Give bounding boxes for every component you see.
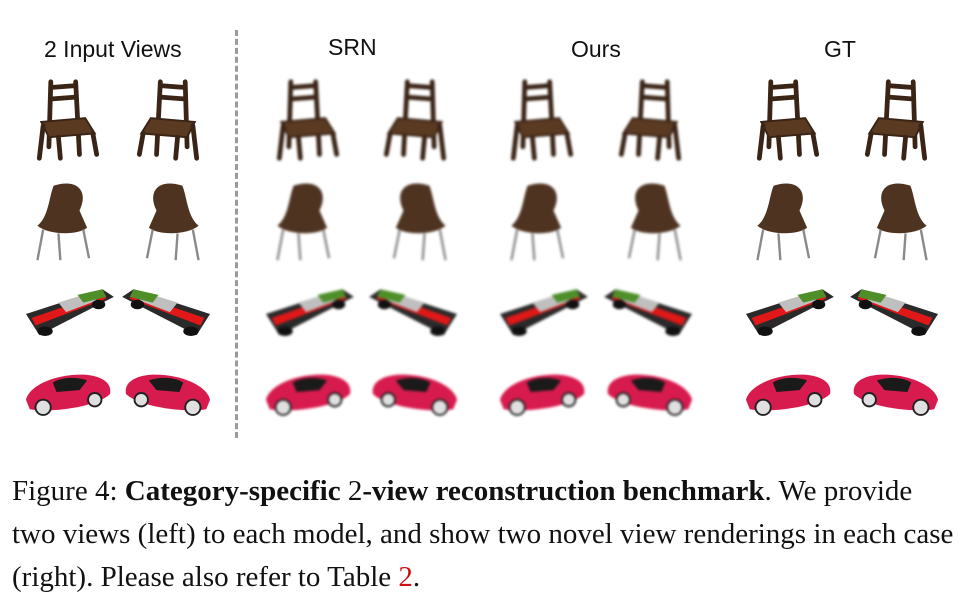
srn-bentwood-chair-render [365, 178, 465, 264]
ours-bentwood-chair-render [600, 178, 700, 264]
gt-sports-car-render [738, 350, 838, 436]
ours-convertible-car-render [600, 272, 700, 358]
input-bentwood-chair-render [118, 178, 218, 264]
header-input-views: 2 Input Views [44, 36, 182, 62]
srn-sports-car-render [258, 350, 358, 436]
caption-number: 2 [340, 475, 363, 507]
caption-end: . [412, 561, 421, 593]
ours-convertible-car-render [492, 272, 592, 358]
input-sports-car-render [18, 350, 118, 436]
gt-convertible-car-render [738, 272, 838, 358]
srn-slat-chair-render [365, 78, 465, 164]
caption-bold-title-2: -view reconstruction benchmark [362, 475, 765, 507]
figure-panel: 2 Input Views SRN Ours GT [18, 30, 946, 438]
input-bentwood-chair-render [18, 178, 118, 264]
header-gt: GT [824, 36, 856, 62]
srn-convertible-car-render [258, 272, 358, 358]
section-divider [235, 30, 238, 438]
input-slat-chair-render [118, 78, 218, 164]
ours-slat-chair-render [492, 78, 592, 164]
gt-bentwood-chair-render [846, 178, 946, 264]
ours-slat-chair-render [600, 78, 700, 164]
gt-sports-car-render [846, 350, 946, 436]
input-sports-car-render [118, 350, 218, 436]
caption-table-ref: 2 [398, 561, 413, 593]
gt-slat-chair-render [738, 78, 838, 164]
header-srn: SRN [328, 34, 377, 60]
gt-convertible-car-render [846, 272, 946, 358]
caption-label: Figure 4: [12, 475, 125, 507]
gt-bentwood-chair-render [738, 178, 838, 264]
ours-bentwood-chair-render [492, 178, 592, 264]
gt-slat-chair-render [846, 78, 946, 164]
srn-bentwood-chair-render [258, 178, 358, 264]
caption-body: We provide two views (left) to each mode… [12, 475, 954, 593]
figure-caption: Figure 4: Category-specific 2-view recon… [12, 470, 957, 599]
srn-convertible-car-render [365, 272, 465, 358]
srn-sports-car-render [365, 350, 465, 436]
caption-period: . [764, 475, 772, 507]
caption-bold-title: Category-specific [124, 475, 341, 507]
ours-sports-car-render [600, 350, 700, 436]
srn-slat-chair-render [258, 78, 358, 164]
input-convertible-car-render [18, 272, 118, 358]
input-slat-chair-render [18, 78, 118, 164]
input-convertible-car-render [118, 272, 218, 358]
ours-sports-car-render [492, 350, 592, 436]
header-ours: Ours [571, 36, 621, 62]
